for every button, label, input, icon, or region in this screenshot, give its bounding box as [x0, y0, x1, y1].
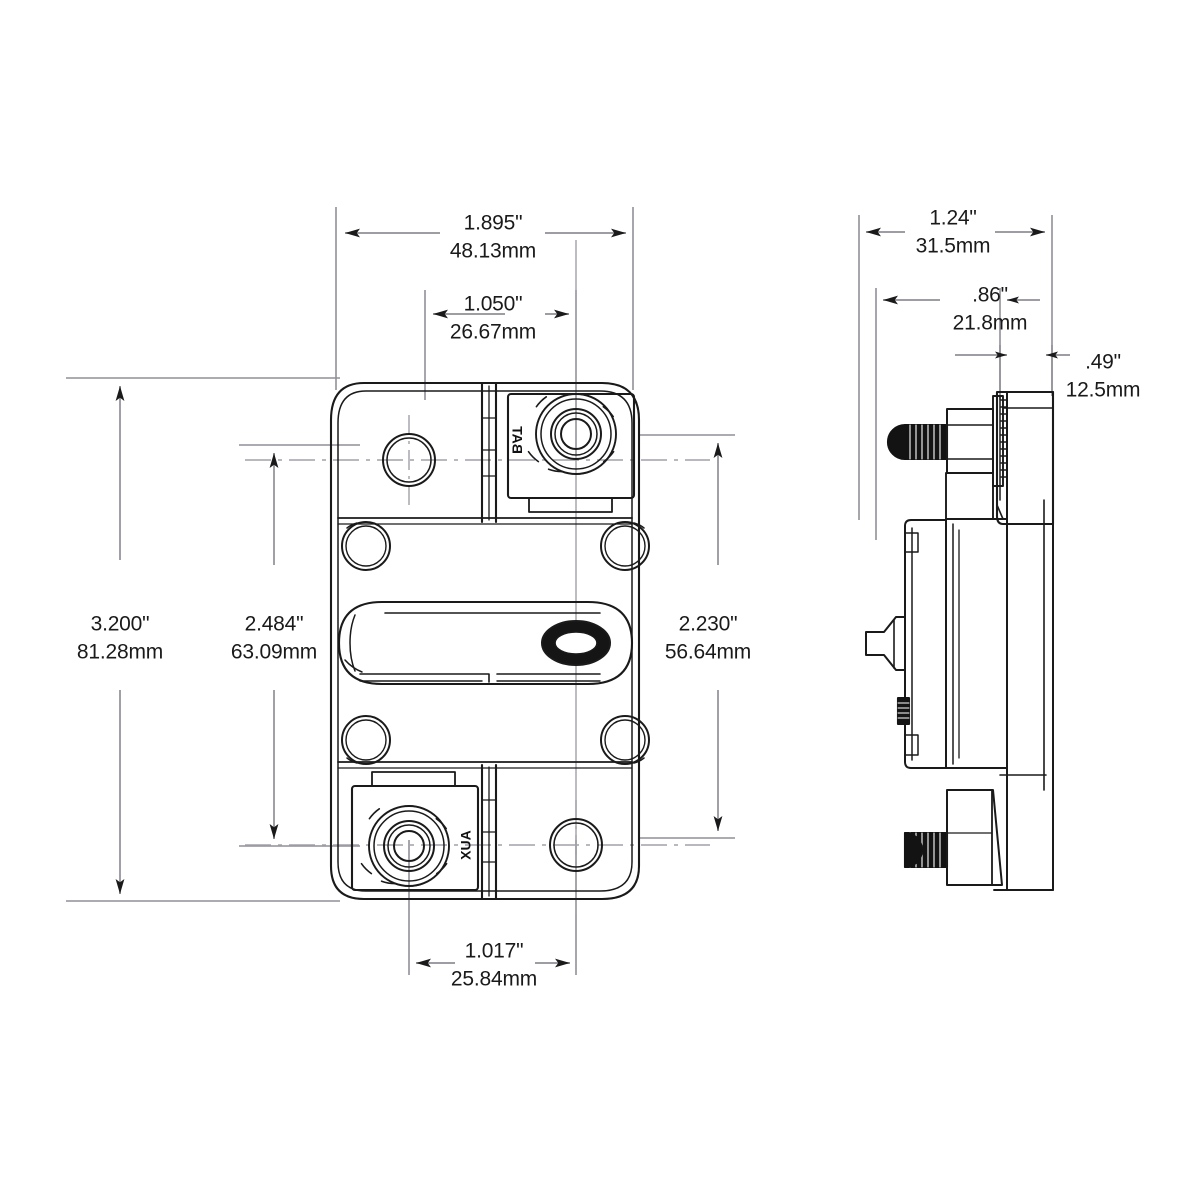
- bat-label: BAT: [509, 426, 525, 454]
- dim-overall-width-inch: 1.895": [464, 212, 523, 235]
- side-bottom-stud: [903, 831, 949, 869]
- dimension-arrows: [115, 227, 1070, 968]
- bottom-right-boss: [549, 818, 603, 872]
- aux-label: AUX: [458, 830, 474, 860]
- bat-nut-knurl: [527, 393, 615, 475]
- dim-overall-width-mm: 48.13mm: [450, 240, 536, 263]
- aux-nut-mid: [383, 820, 435, 872]
- molded-markings: BAT AUX: [458, 426, 526, 861]
- aux-terminal-pad: [350, 771, 480, 892]
- dim-side-depth-mm: 31.5mm: [916, 235, 991, 258]
- dim-side-body-inch: .86": [972, 284, 1008, 307]
- front-view: [329, 381, 650, 901]
- dim-mount-spacing-inch: 2.484": [245, 613, 304, 636]
- side-plunger-collar: [896, 696, 911, 726]
- reset-lever-assembly: [337, 600, 634, 686]
- mounting-ear-bottom-left: [341, 715, 391, 765]
- top-center-rib: [480, 381, 498, 524]
- bat-terminal-pad: [506, 392, 636, 513]
- top-left-boss: [382, 433, 436, 487]
- side-view: [865, 390, 1055, 891]
- side-bottom-nut: [946, 789, 1003, 886]
- mounting-ear-bottom-right: [600, 715, 650, 765]
- dim-mount-spacing-mm: 63.09mm: [231, 641, 317, 664]
- bat-nut-mid: [550, 408, 602, 460]
- dim-side-depth-inch: 1.24": [929, 207, 976, 230]
- bat-stud-hole: [560, 418, 592, 450]
- reset-button-oval-inner: [554, 631, 598, 655]
- dimension-labels: 1.895" 48.13mm 1.050" 26.67mm 3.200" 81.…: [77, 207, 1141, 991]
- dim-side-body-mm: 21.8mm: [953, 312, 1028, 335]
- dim-side-flange-mm: 12.5mm: [1066, 379, 1141, 402]
- dim-terminal-spacing-inch: 2.230": [679, 613, 738, 636]
- dim-bat-offset-mm: 26.67mm: [450, 321, 536, 344]
- aux-nut-knurl: [360, 805, 448, 887]
- body-inner-outline: [337, 390, 633, 892]
- dim-overall-height-inch: 3.200": [91, 613, 150, 636]
- dim-aux-offset-inch: 1.017": [465, 940, 524, 963]
- side-reset-plunger: [865, 616, 906, 671]
- dim-side-flange-inch: .49": [1085, 351, 1121, 374]
- bottom-center-rib: [480, 763, 498, 901]
- mounting-ear-top-right: [600, 521, 650, 571]
- side-top-stud: [886, 423, 949, 461]
- dim-terminal-spacing-mm: 56.64mm: [665, 641, 751, 664]
- dim-overall-height-mm: 81.28mm: [77, 641, 163, 664]
- dim-aux-offset-mm: 25.84mm: [451, 968, 537, 991]
- dim-bat-offset-inch: 1.050": [464, 293, 523, 316]
- mounting-ear-top-left: [341, 521, 391, 571]
- reset-lever-outline: [337, 600, 634, 686]
- side-bottom-flange: [945, 767, 1054, 891]
- reset-lever-inner-bottom: [359, 673, 601, 683]
- aux-stud-hole: [393, 830, 425, 862]
